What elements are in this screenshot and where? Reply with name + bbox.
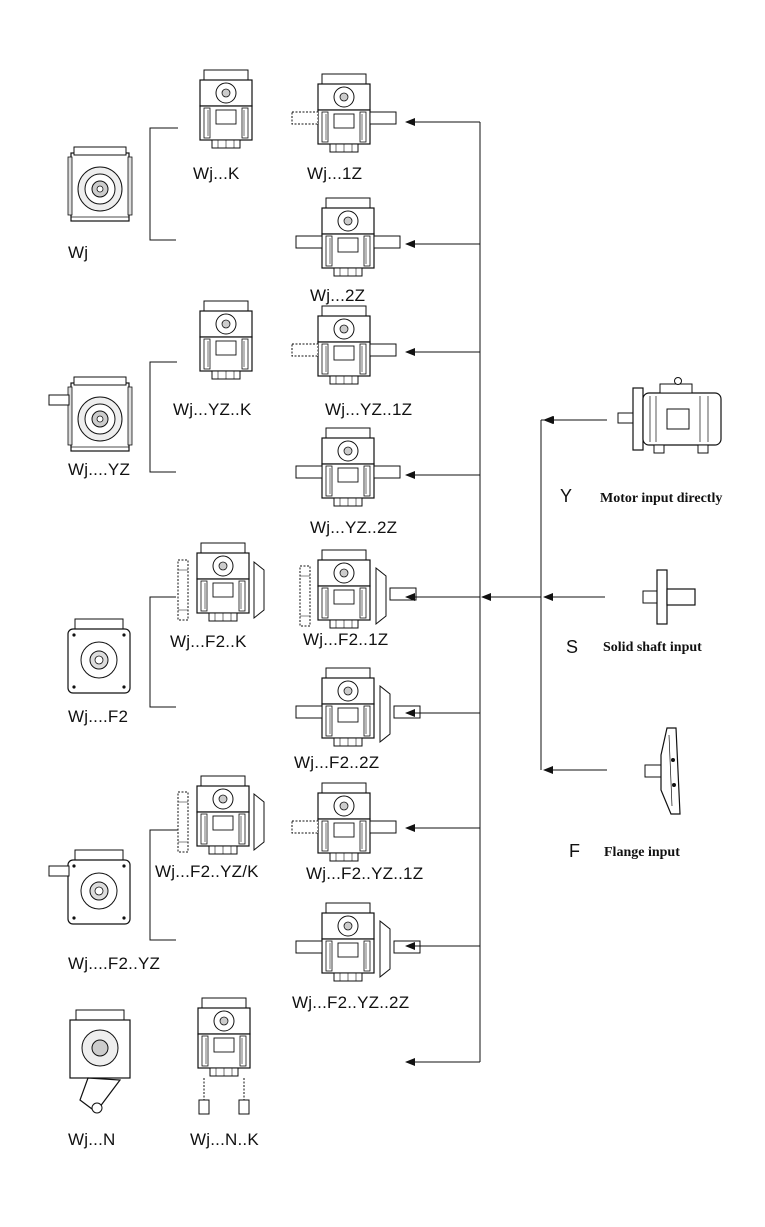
label-wj-f2-yz-k: Wj...F2..YZ/K — [155, 862, 259, 881]
variant-wj-f2-yz-image — [48, 849, 131, 925]
label-wj-2z: Wj...2Z — [310, 286, 366, 305]
label-wj-f2-2z: Wj...F2..2Z — [294, 753, 380, 772]
label-wj-n-k: Wj...N..K — [190, 1130, 259, 1149]
label-wj-n: Wj...N — [68, 1130, 116, 1149]
label-wj-yz-1z: Wj...YZ..1Z — [325, 400, 413, 419]
label-wj-f2: Wj....F2 — [68, 707, 129, 726]
label-wj-f2-yz-2z: Wj...F2..YZ..2Z — [292, 993, 410, 1012]
label-wj-yz-k: Wj...YZ..K — [173, 400, 252, 419]
flange-input-icon — [644, 727, 681, 815]
variant-wj-n-image — [69, 1009, 131, 1114]
label-wj-yz: Wj....YZ — [68, 460, 131, 479]
arrow-y — [544, 416, 554, 424]
input-code-y: Y — [560, 486, 573, 506]
label-wj-f2-yz: Wj....F2..YZ — [68, 954, 161, 973]
label-wj-yz-2z: Wj...YZ..2Z — [310, 518, 398, 537]
input-code-s: S — [566, 637, 579, 657]
bracket-lines — [149, 127, 178, 941]
input-code-f: F — [569, 841, 580, 861]
input-label-motor: Motor input directly — [600, 491, 723, 506]
label-wj-f2-1z: Wj...F2..1Z — [303, 630, 389, 649]
input-label-solid-shaft: Solid shaft input — [603, 640, 702, 655]
label-wj-1z: Wj...1Z — [307, 164, 363, 183]
input-label-flange: Flange input — [604, 845, 680, 860]
label-wj-f2-yz-1z: Wj...F2..YZ..1Z — [306, 864, 424, 883]
motor-icon — [617, 377, 722, 454]
label-wj-k: Wj...K — [193, 164, 240, 183]
variant-wj-image — [67, 146, 133, 222]
variant-k-images — [177, 69, 265, 1115]
distribution-lines — [405, 118, 607, 1066]
label-wj: Wj — [68, 243, 89, 262]
variant-wj-f2-image — [67, 618, 131, 694]
label-wj-f2-k: Wj...F2..K — [170, 632, 247, 651]
solid-shaft-icon — [642, 569, 696, 625]
variant-wj-yz-image — [48, 376, 133, 452]
